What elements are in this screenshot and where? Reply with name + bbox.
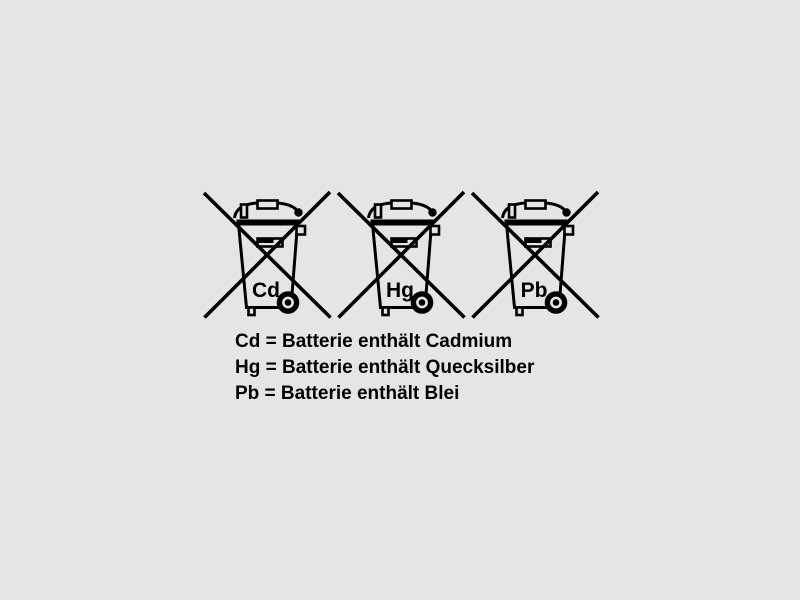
- crossed-out-wheelie-bin-icon-cd: Cd: [200, 186, 334, 324]
- legend: Cd = Batterie enthält Cadmium Hg = Batte…: [235, 329, 534, 407]
- chemical-symbol-label-hg: Hg: [386, 279, 414, 302]
- legend-line-quecksilber: Hg = Batterie enthält Quecksilber: [235, 357, 535, 378]
- legend-line-blei: Pb = Batterie enthält Blei: [235, 383, 460, 404]
- chemical-symbol-label-cd: Cd: [252, 279, 280, 302]
- chemical-symbol-label-pb: Pb: [521, 279, 548, 302]
- crossed-out-wheelie-bin-icon-hg: Hg: [334, 186, 468, 324]
- crossed-out-wheelie-bin-icon-pb: Pb: [468, 186, 602, 324]
- legend-line-cadmium: Cd = Batterie enthält Cadmium: [235, 331, 513, 352]
